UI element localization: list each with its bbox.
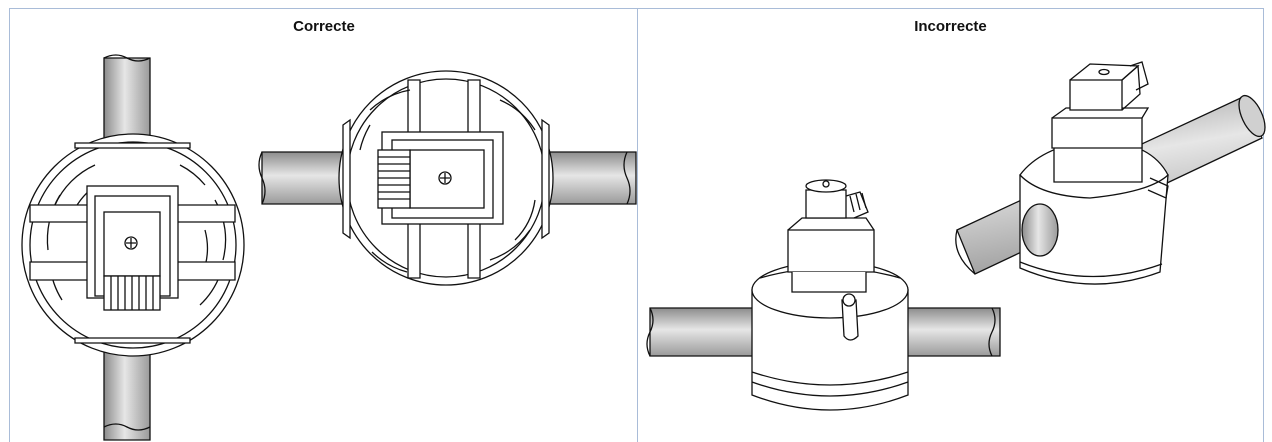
correct-heading: Correcte (293, 18, 355, 35)
solenoid-valve-side-view-icon (258, 70, 637, 286)
solenoid-valve-front-view-icon (21, 54, 245, 441)
correct-panel: Correcte (9, 8, 638, 442)
solenoid-valve-upright-icon (646, 179, 1001, 411)
incorrect-heading: Incorrecte (914, 18, 987, 35)
solenoid-valve-isometric-icon (955, 61, 1266, 285)
incorrect-panel: Incorrecte (637, 8, 1264, 442)
